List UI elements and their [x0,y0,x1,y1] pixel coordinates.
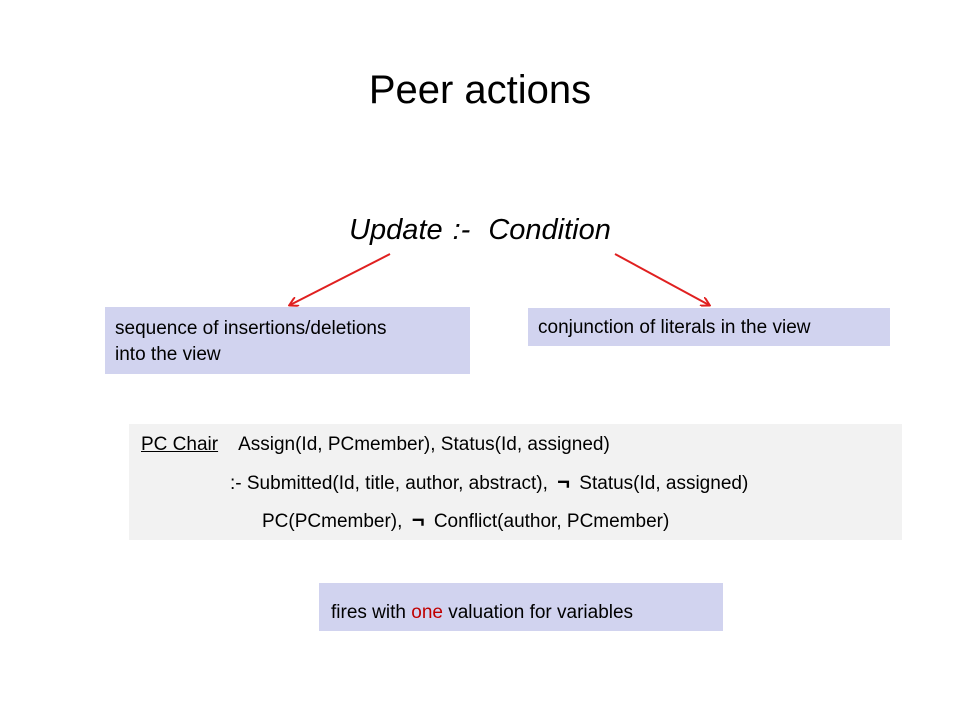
example-rule-box: PC Chair Assign(Id, PCmember), Status(Id,… [129,424,902,540]
rule-update: Update [349,214,443,246]
example-head-line: PC Chair Assign(Id, PCmember), Status(Id,… [141,433,610,457]
note-before: fires with [331,602,412,623]
note-after: valuation for variables [442,602,634,623]
negation-symbol: ¬ [557,469,571,494]
negation-symbol: ¬ [411,507,425,532]
condition-annotation-text: conjunction of literals in the view [538,317,811,338]
note-highlight: one [411,602,443,623]
arrow-to-condition-box [614,253,709,305]
example-body1-part1: :- Submitted(Id, title, author, abstract… [230,473,548,494]
update-annotation-box: sequence of insertions/deletions into th… [105,307,470,374]
example-body1-part2: Status(Id, assigned) [579,473,749,494]
valuation-note-box: fires with one valuation for variables [319,583,723,631]
rule-separator: :- [452,214,471,246]
example-head: Assign(Id, PCmember), Status(Id, assigne… [238,434,610,455]
update-annotation-line2: into the view [115,344,221,365]
example-body-line2: PC(PCmember), ¬ Conflict(author, PCmembe… [262,508,669,534]
rule-head: Update :- Condition [0,212,960,248]
page-title: Peer actions [368,68,592,112]
example-role: PC Chair [141,434,219,455]
update-annotation-line1: sequence of insertions/deletions [115,318,387,339]
example-body2-part2: Conflict(author, PCmember) [433,511,670,532]
arrow-to-update-box [290,253,391,305]
condition-annotation-box: conjunction of literals in the view [528,308,890,346]
rule-condition: Condition [488,214,611,246]
example-body-line1: :- Submitted(Id, title, author, abstract… [230,470,748,496]
example-body2-part1: PC(PCmember), [262,511,403,532]
